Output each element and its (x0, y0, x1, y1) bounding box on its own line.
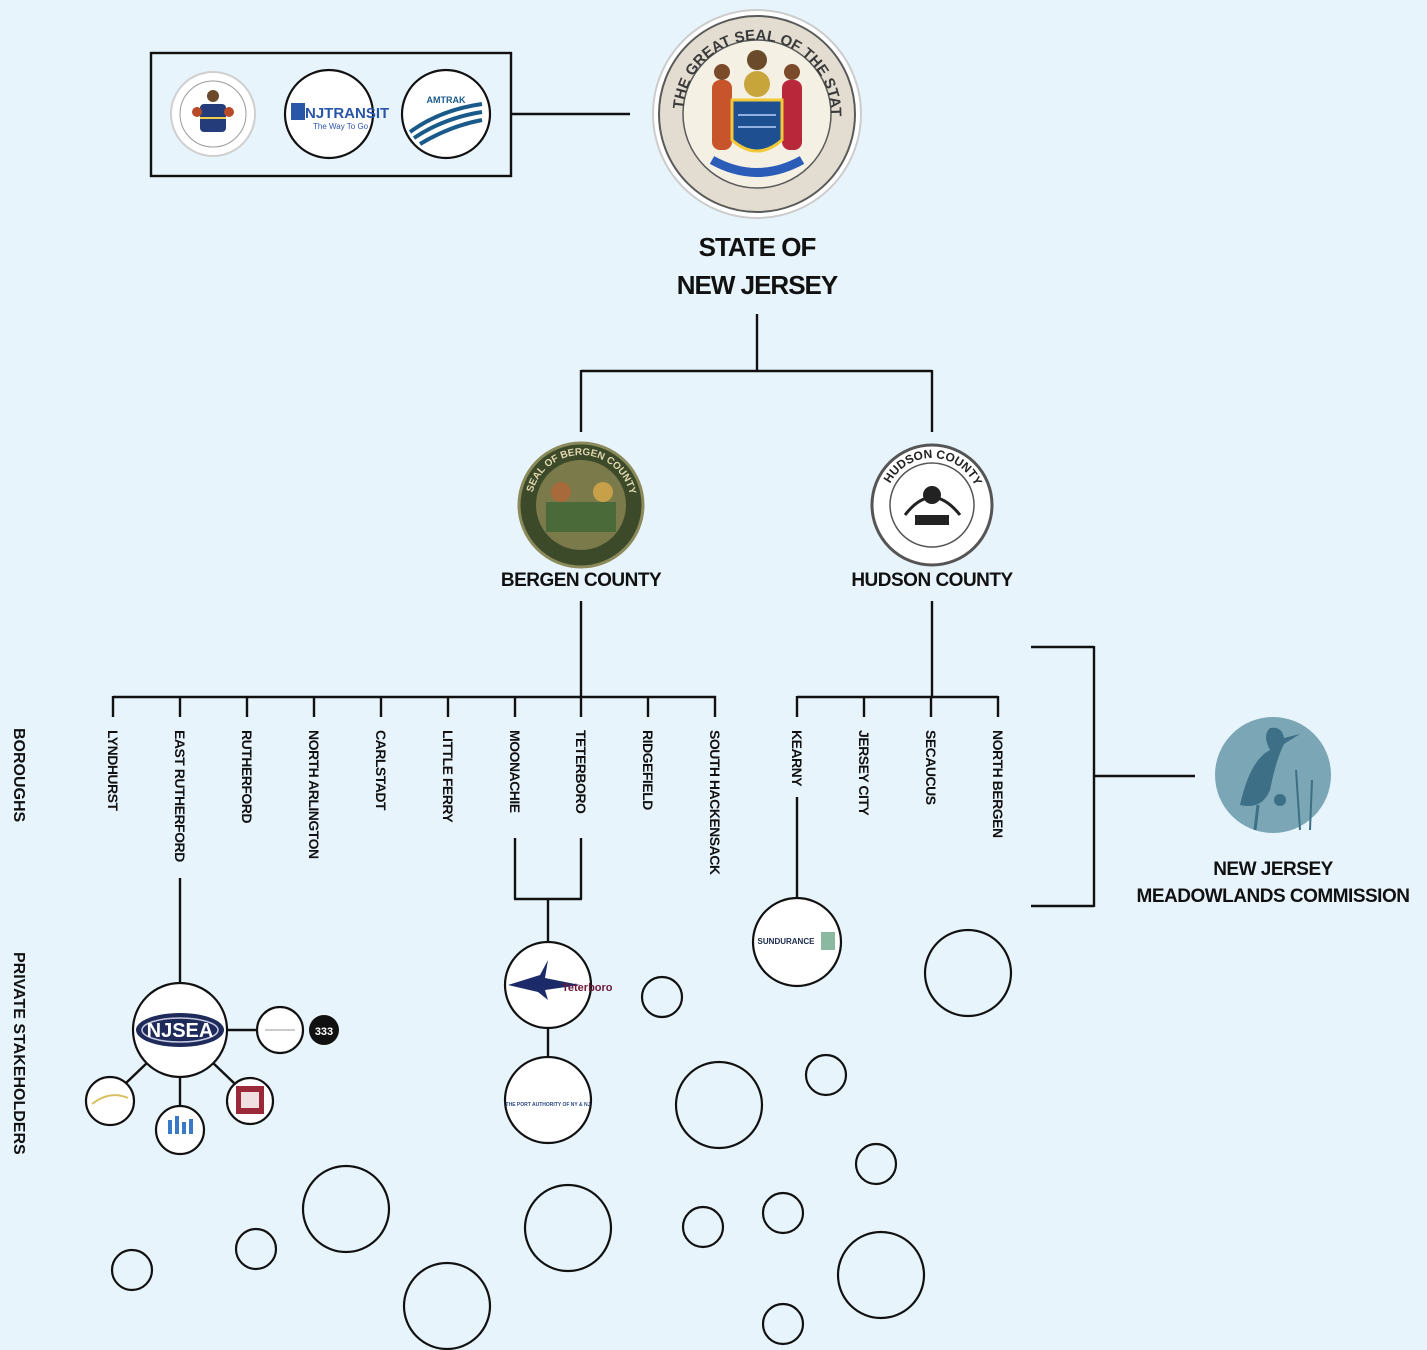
empty-bubble (681, 1205, 725, 1249)
empty-bubble (523, 1183, 613, 1273)
empty-bubble (854, 1142, 898, 1186)
hudson-borough-connectors (795, 601, 1000, 717)
borough-ridgefield: RIDGEFIELD (640, 730, 656, 810)
hudson-county-label: HUDSON COUNTY (851, 570, 1013, 591)
njsea-logo: NJSEA (131, 981, 229, 1079)
bergen-seal-icon: SEAL OF BERGEN COUNTY (517, 441, 645, 569)
empty-bubble (923, 928, 1013, 1018)
borough-lyndhurst: LYNDHURST (105, 730, 121, 811)
empty-bubble (110, 1248, 154, 1292)
heron-icon (1215, 717, 1331, 833)
port-authority-logo: THE PORT AUTHORITY OF NY & NJ (503, 1055, 593, 1145)
borough-teterboro: TETERBORO (573, 730, 589, 814)
stakeholder-logo-yellow (84, 1075, 136, 1127)
svg-text:AMTRAK: AMTRAK (427, 95, 466, 105)
empty-bubble (836, 1230, 926, 1320)
empty-bubble (761, 1302, 805, 1346)
borough-north-arlington: NORTH ARLINGTON (306, 730, 322, 859)
njsea-cluster: NJSEA 333 (84, 878, 339, 1156)
empty-bubble (761, 1191, 805, 1235)
stakeholder-logo-small (255, 1005, 305, 1055)
empty-bubble (402, 1261, 492, 1350)
commission-bracket (1031, 645, 1195, 908)
kearny-cluster: SUNDURANCE (751, 797, 843, 988)
borough-secaucus: SECAUCUS (923, 730, 939, 805)
svg-text:Teterboro: Teterboro (562, 982, 613, 994)
stakeholder-logo-blue (154, 1104, 206, 1156)
commission-label-line1: NEW JERSEY (1213, 859, 1333, 880)
commission-label-line2: MEADOWLANDS COMMISSION (1137, 886, 1410, 907)
turnpike-seal-icon (170, 71, 256, 157)
hudson-borough-labels: KEARNY JERSEY CITY SECAUCUS NORTH BERGEN (789, 730, 1006, 838)
borough-rutherford: RUTHERFORD (239, 730, 255, 823)
bergen-county-label: BERGEN COUNTY (501, 570, 662, 591)
borough-north-bergen: NORTH BERGEN (990, 730, 1006, 838)
bergen-borough-labels: LYNDHURST EAST RUTHERFORD RUTHERFORD NOR… (105, 730, 723, 875)
svg-text:NJTRANSIT: NJTRANSIT (305, 105, 389, 122)
state-title-line2: NEW JERSEY (677, 270, 838, 300)
borough-east-rutherford: EAST RUTHERFORD (172, 730, 188, 862)
svg-text:THE PORT AUTHORITY OF NY & NJ: THE PORT AUTHORITY OF NY & NJ (506, 1102, 591, 1108)
svg-text:The Way To Go: The Way To Go (313, 122, 369, 131)
empty-bubble (301, 1164, 391, 1254)
state-title-line1: STATE OF (699, 232, 816, 262)
borough-jersey-city: JERSEY CITY (856, 730, 872, 816)
stakeholder-logo-dark: 333 (309, 1015, 339, 1045)
section-label-boroughs: BOROUGHS (10, 728, 27, 823)
svg-text:333: 333 (315, 1026, 333, 1038)
svg-text:SUNDURANCE: SUNDURANCE (758, 937, 816, 946)
njtransit-logo: NJTRANSIT The Way To Go (283, 68, 389, 160)
amtrak-logo: AMTRAK (400, 68, 492, 160)
bergen-borough-connectors (111, 601, 717, 717)
borough-kearny: KEARNY (789, 730, 805, 787)
empty-bubble (234, 1227, 278, 1271)
svg-text:NJSEA: NJSEA (147, 1020, 214, 1042)
borough-little-ferry: LITTLE FERRY (440, 730, 456, 823)
empty-bubble (804, 1053, 848, 1097)
stakeholder-logo-red (225, 1076, 275, 1126)
agencies-group: NJTRANSIT The Way To Go AMTRAK (149, 51, 630, 178)
teterboro-airport-logo: Teterboro (503, 940, 613, 1030)
sundurance-logo: SUNDURANCE (751, 896, 843, 988)
borough-carlstadt: CARLSTADT (373, 730, 389, 811)
state-county-connectors (579, 314, 934, 432)
teterboro-cluster: Teterboro THE PORT AUTHORITY OF NY & NJ (503, 838, 613, 1145)
section-label-private-stakeholders: PRIVATE STAKEHOLDERS (10, 952, 27, 1155)
empty-bubble (640, 975, 684, 1019)
borough-moonachie: MOONACHIE (507, 730, 523, 813)
empty-bubble (674, 1060, 764, 1150)
hudson-seal-icon: HUDSON COUNTY (870, 443, 994, 567)
empty-stakeholder-bubbles (110, 928, 1013, 1350)
borough-south-hackensack: SOUTH HACKENSACK (707, 730, 723, 875)
